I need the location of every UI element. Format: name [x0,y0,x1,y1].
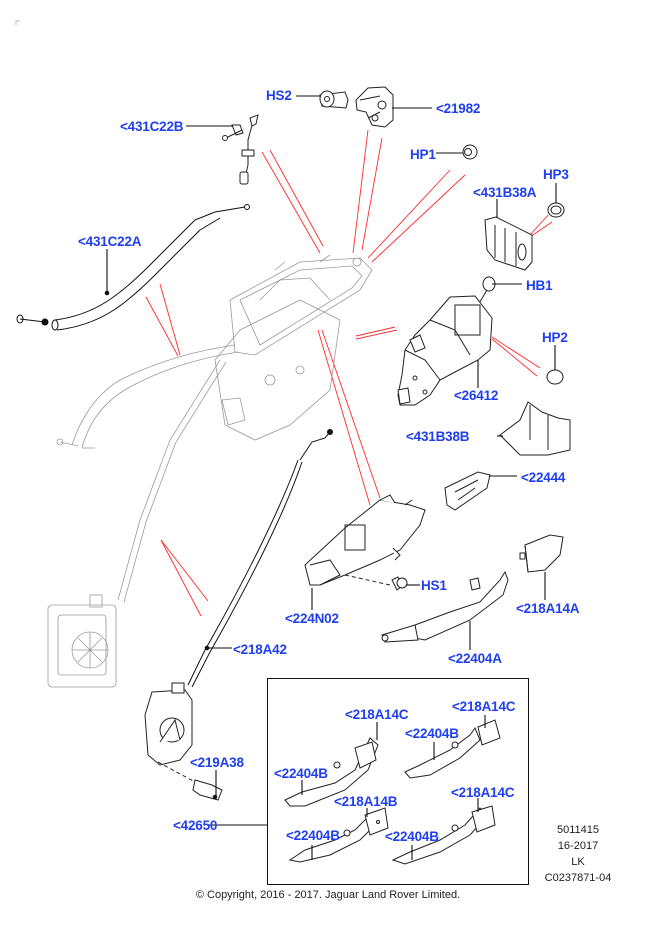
callout-21982[interactable]: <21982 [436,101,481,116]
part-lock-26412 [397,295,493,406]
part-219a38 [192,779,223,801]
callout-hb1[interactable]: HB1 [526,278,553,293]
callout-26412[interactable]: <26412 [454,388,499,403]
inset-callout-218a14c-1[interactable]: <218A14C [345,707,409,722]
part-cover-431b38a [484,216,533,271]
part-gasket-22444 [444,471,491,511]
callout-hp2[interactable]: HP2 [542,330,568,345]
part-latch-42650 [144,682,196,783]
plug-hp1 [462,144,478,160]
part-cable-218a42 [187,429,333,688]
reference-line-4: C0237871-04 [544,872,612,884]
alternative-handles-inset [267,678,529,885]
inset-callout-218a14c-2[interactable]: <218A14C [452,699,516,714]
inset-callout-22404b-2[interactable]: <22404B [274,766,328,781]
callout-224n02[interactable]: <224N02 [285,611,339,626]
inset-callout-22404b-4[interactable]: <22404B [385,829,439,844]
inset-callout-22404b-1[interactable]: <22404B [405,726,459,741]
part-cable-431c22a [16,204,250,331]
inset-handle-group [284,719,501,865]
copyright-notice: © Copyright, 2016 - 2017. Jaguar Land Ro… [195,889,461,901]
inset-callout-22404b-3[interactable]: <22404B [286,828,340,843]
reference-line-3: LK [571,856,585,868]
callout-431b38b[interactable]: <431B38B [406,429,470,444]
callout-431c22a[interactable]: <431C22A [78,234,142,249]
screw-hs1 [391,576,408,591]
callout-22444[interactable]: <22444 [521,470,566,485]
callout-218a14a[interactable]: <218A14A [516,601,580,616]
inset-callout-218a14c-3[interactable]: <218A14C [451,785,515,800]
callout-42650[interactable]: <42650 [173,818,218,833]
callout-hp3[interactable]: HP3 [543,167,569,182]
part-carrier-224n02 [304,494,426,586]
corner-mark [15,20,20,25]
reference-line-1: 5011415 [556,824,599,836]
leader-lines [106,95,557,860]
callout-431c22b[interactable]: <431C22B [120,119,184,134]
bolt-hb1 [477,276,496,306]
inset-callout-218a14b[interactable]: <218A14B [334,794,398,809]
reference-line-2: 16-2017 [557,840,599,852]
part-bracket-431b38b [499,401,571,456]
part-cable-431c22b [222,114,259,185]
plug-hp3 [547,202,565,218]
plug-hp2 [546,369,564,385]
callout-hs1[interactable]: HS1 [421,578,447,593]
callout-22404a[interactable]: <22404A [448,651,502,666]
callout-hs2[interactable]: HS2 [266,88,292,103]
callout-219a38[interactable]: <219A38 [190,755,244,770]
reference-block: 5011415 16-2017 LK C0237871-04 [528,822,628,886]
guide-lines [145,129,553,617]
part-striker-21982 [355,86,394,128]
part-handle-22404a [381,570,509,643]
screw-hs2 [319,90,349,109]
assembly-ghost [47,254,373,688]
callout-218a42[interactable]: <218A42 [233,642,287,657]
part-cap-218a14a [519,534,564,573]
callout-hp1[interactable]: HP1 [410,147,436,162]
callout-431b38a[interactable]: <431B38A [473,185,537,200]
